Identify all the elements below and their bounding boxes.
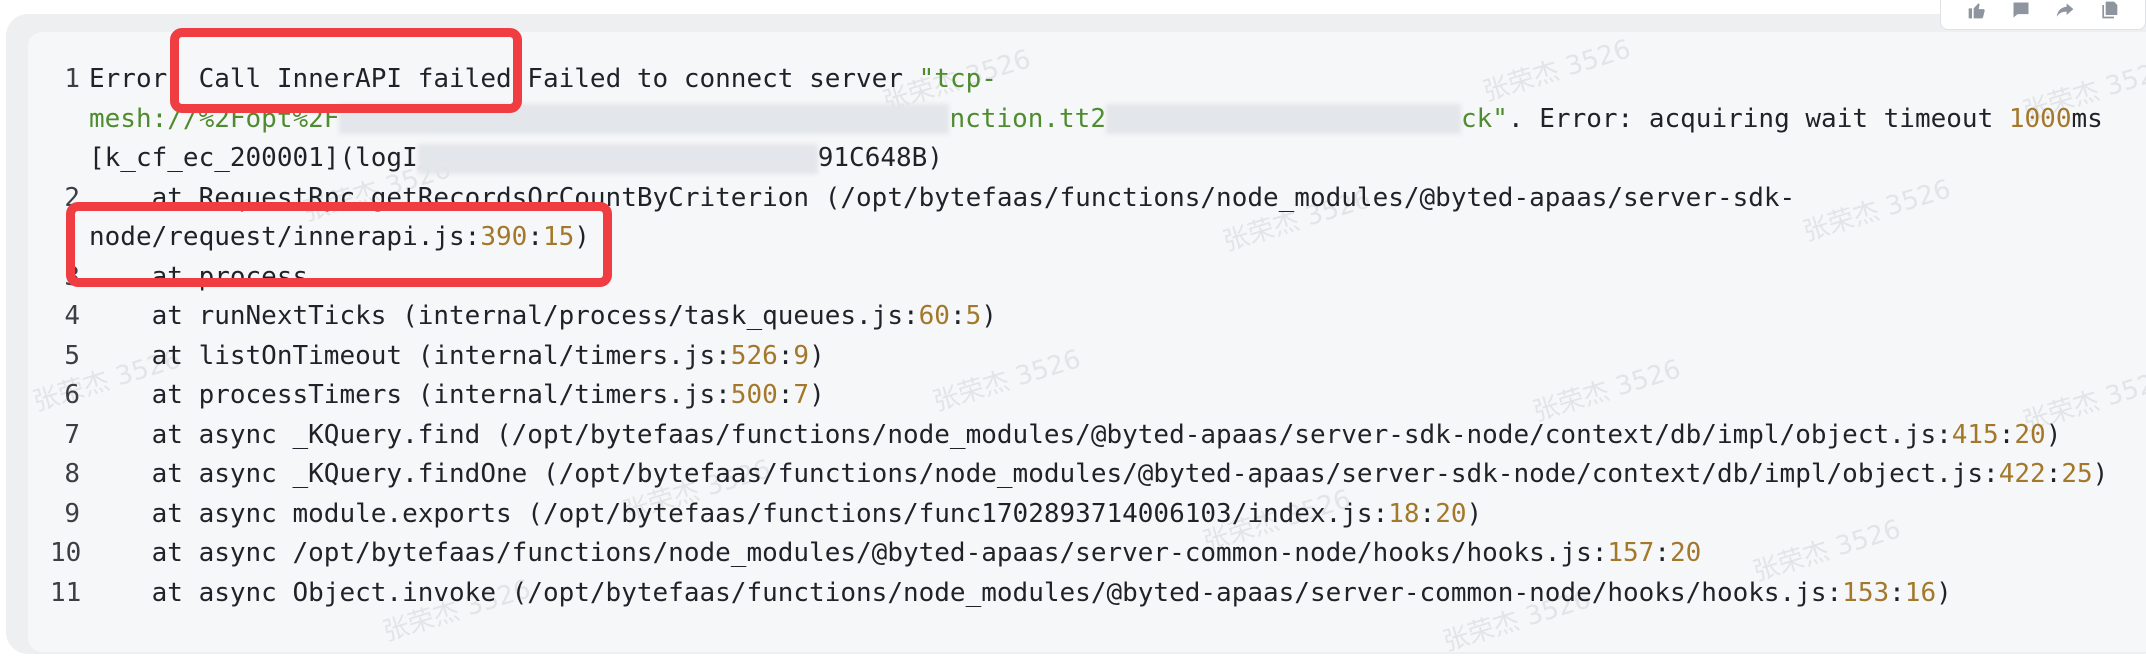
code-token: 422 [1998,459,2046,489]
code-token: : [777,340,794,371]
code-token: : [2045,459,2062,489]
code-text: at listOnTimeout (internal/timers.js:526… [89,337,825,376]
code-token: : [949,301,966,331]
line-number: 9 [64,498,80,529]
code-token: 60 [918,301,950,331]
code-token: at async Object.invoke (/opt/bytefaas/fu… [89,577,1843,608]
share-icon [2056,3,2074,17]
code-token: at runNextTicks (internal/process/task_q… [89,301,919,331]
code-token: : [527,222,543,252]
code-token: at listOnTimeout (internal/timers.js: [89,340,731,371]
line-number: 7 [64,419,80,450]
line-number: 6 [64,380,80,410]
code-token: 15 [542,222,575,252]
code-token: : [1654,538,1670,568]
code-token: at async _KQuery.findOne (/opt/bytefaas/… [89,459,1999,489]
line-number: 2 [64,182,80,213]
code-token: 526 [730,340,778,371]
code-token: ) [809,380,825,410]
code-token: at async _KQuery.find (/opt/bytefaas/fun… [89,419,1952,450]
copy-icon [2102,1,2118,19]
code-token: 91C648B) [817,143,943,173]
code-token: 415 [1951,419,1999,450]
line-number: 11 [50,577,82,608]
code-text: at async _KQuery.findOne (/opt/bytefaas/… [89,455,2109,494]
code-text: at process [89,258,309,297]
code-text: at async _KQuery.find (/opt/bytefaas/fun… [89,416,2062,455]
code-text: at processTimers (internal/timers.js:500… [89,376,825,415]
code-token: : [1889,577,1905,608]
code-token: ) [981,301,997,331]
code-text: [k_cf_ec_200001](logI 91C648B) [89,139,943,178]
comment-button[interactable] [1999,0,2043,23]
code-text: at RequestRpc.getRecordsOrCountByCriteri… [89,179,1796,218]
code-token: 16 [1904,577,1937,608]
code-token: at async module.exports (/opt/bytefaas/f… [89,498,1389,529]
code-text: at runNextTicks (internal/process/task_q… [89,297,997,336]
code-token: 18 [1388,498,1420,529]
code-text: at async /opt/bytefaas/functions/node_mo… [89,534,1702,573]
code-token: ms [2071,103,2103,134]
message-toolbar [1940,0,2146,30]
line-number: 8 [64,459,80,489]
code-token: mesh://%2Fopt%2F [89,103,340,134]
code-token: ) [574,222,590,252]
code-token: 390 [480,222,528,252]
code-token: ) [1936,577,1952,608]
code-token: 153 [1842,577,1890,608]
code-token: 9 [793,340,810,371]
code-token: . Error: acquiring wait timeout [1507,103,2009,134]
line-number: 1 [64,64,80,94]
code-token: 20 [2014,419,2046,450]
code-token: ) [809,340,825,371]
line-number: 10 [50,538,82,568]
code-token: ck" [1461,103,1508,134]
code-token: ) [1466,498,1483,529]
line-number: 5 [64,340,80,371]
share-button[interactable] [2043,0,2087,23]
code-token: 20 [1670,538,1702,568]
code-text: Error: Call InnerAPI failed Failed to co… [89,60,997,99]
copy-button[interactable] [2087,0,2131,23]
code-token: Failed to connect server [511,64,919,94]
code-token: node/request/innerapi.js: [89,222,481,252]
code-text: mesh://%2Fopt%2F nction.tt2 ck". Error: ac… [89,100,2103,139]
code-token: nction.tt2 [949,103,1106,134]
code-token: 500 [730,380,778,410]
code-token: [k_cf_ec_200001](logI [89,143,418,173]
code-token: at process [89,261,309,292]
comment-icon [2013,2,2029,18]
code-token: at processTimers (internal/timers.js: [89,380,731,410]
code-token: 20 [1435,498,1467,529]
redacted-segment [1106,104,1461,134]
code-text: node/request/innerapi.js:390:15) [89,218,590,257]
code-token: : [1419,498,1436,529]
code-token: "tcp- [918,64,997,94]
code-token: : [777,380,794,410]
code-token: at RequestRpc.getRecordsOrCountByCriteri… [89,182,1796,213]
code-token: 157 [1607,538,1655,568]
thumbs-up-icon [1968,3,1985,19]
code-block [28,32,2146,652]
code-token: 25 [2061,459,2093,489]
code-token: 1000 [2008,103,2072,134]
code-token: 7 [793,380,810,410]
redacted-segment [339,104,950,134]
redacted-segment [417,143,818,174]
code-token: : [1998,419,2015,450]
code-token: ) [2092,459,2109,489]
code-token: ) [2045,419,2062,450]
line-number: 4 [64,301,80,331]
code-token: 5 [965,301,982,331]
code-text: at async module.exports (/opt/bytefaas/f… [89,495,1483,534]
code-text: at async Object.invoke (/opt/bytefaas/fu… [89,574,1952,613]
code-token: Call InnerAPI failed [198,64,512,94]
thumbs-up-button[interactable] [1955,0,1999,23]
code-token: at async /opt/bytefaas/functions/node_mo… [89,538,1608,568]
line-number: 3 [64,261,80,292]
code-token: Error: [89,64,199,94]
